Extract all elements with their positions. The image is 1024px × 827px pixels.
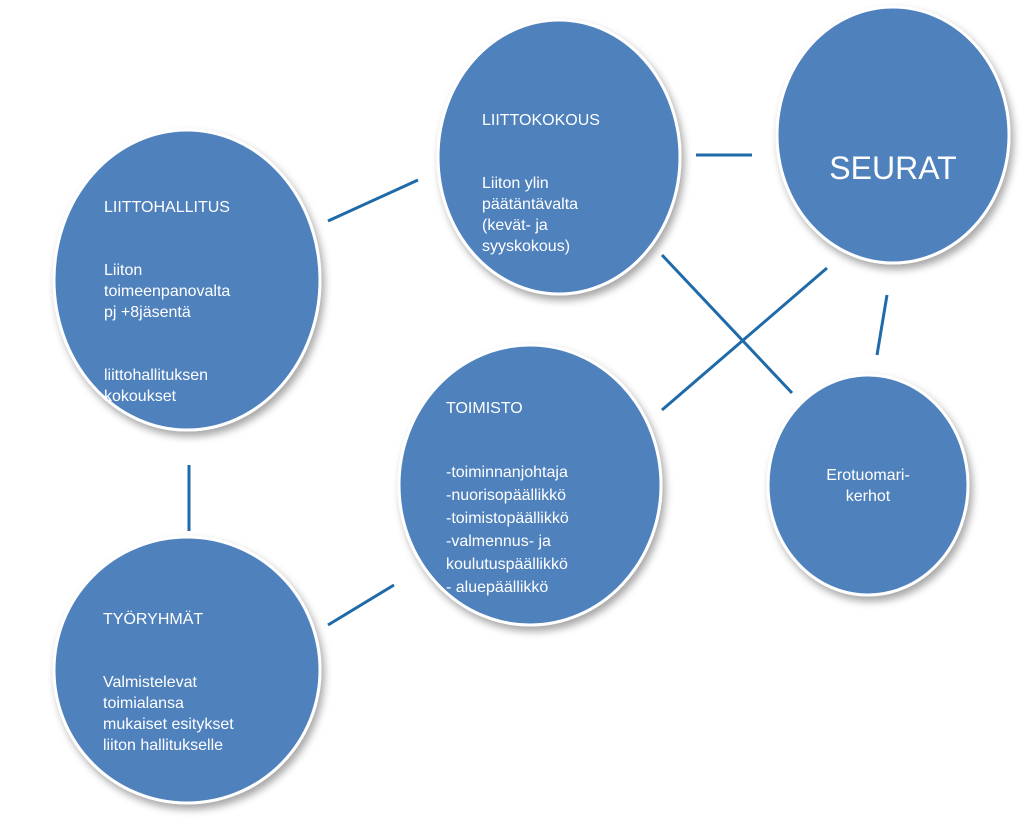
seurat-title: SEURAT [829, 150, 957, 186]
connectors [187, 153, 889, 627]
nodes [52, 5, 1011, 805]
node-erotuomarikerhot [766, 373, 970, 597]
connector-seurat-erotuomarikerhot [875, 294, 889, 356]
connector-seurat-toimisto [661, 266, 828, 412]
node-liittohallitus [52, 128, 322, 432]
connector-tyoryhmat-toimisto [327, 583, 395, 627]
node-seurat [775, 5, 1011, 265]
connector-liittokokous-erotuomarikerhot [660, 253, 794, 395]
liittohallitus-title: LIITTOHALLITUS [104, 199, 230, 216]
liittokokous-text: LIITTOKOKOUS Liiton ylin päätäntävalta (… [482, 89, 600, 278]
toimisto-text: TOIMISTO -toiminnanjohtaja -nuorisopääll… [446, 377, 569, 620]
liittokokous-body: Liiton ylin päätäntävalta (kevät- ja syy… [482, 175, 579, 255]
toimisto-body: -toiminnanjohtaja -nuorisopäällikkö -toi… [446, 464, 569, 596]
erotuomarikerhot-title: Erotuomari- kerhot [826, 467, 910, 505]
toimisto-title: TOIMISTO [446, 400, 523, 417]
tyoryhmat-body: Valmistelevat toimialansa mukaiset esity… [103, 674, 234, 754]
tyoryhmat-title: TYÖRYHMÄT [103, 611, 204, 628]
tyoryhmat-text: TYÖRYHMÄT Valmistelevat toimialansa muka… [103, 588, 234, 777]
node-liittokokous [436, 18, 682, 296]
connector-liittohallitus-liittokokous [327, 178, 419, 223]
erotuomarikerhot-text: Erotuomari- kerhot [788, 444, 948, 528]
liittohallitus-body2: liittohallituksen kokoukset [104, 367, 209, 405]
node-toimisto [397, 343, 663, 627]
liittohallitus-body: Liiton toimeenpanovalta pj +8jäsentä [104, 262, 231, 321]
node-tyoryhmat [52, 535, 322, 805]
liittohallitus-text: LIITTOHALLITUS Liiton toimeenpanovalta p… [104, 176, 230, 428]
seurat-text: SEURAT [793, 114, 993, 222]
liittokokous-title: LIITTOKOKOUS [482, 112, 600, 129]
